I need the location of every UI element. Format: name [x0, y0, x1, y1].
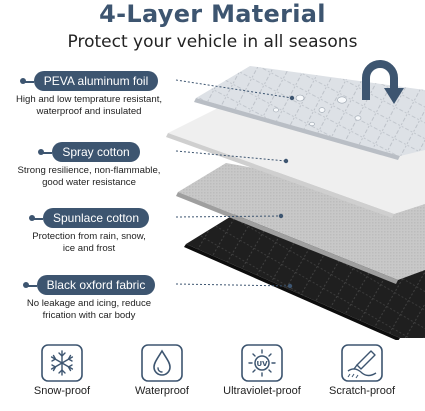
layer-spunlace-description: Protection from rain, snow, ice and fros… [32, 231, 146, 254]
snowflake-icon [41, 344, 83, 382]
layer-spunlace-label: Spunlace cotton [28, 208, 150, 228]
uv-sun-icon: UV [241, 344, 283, 382]
layer-foil-description: High and low temprature resistant, water… [15, 94, 163, 117]
u-turn-arrow-icon [362, 60, 404, 104]
layer-spray-description: Strong resilience, non-flammable, good w… [17, 165, 161, 188]
layer-spray-label: Spray cotton [38, 142, 140, 162]
layer-spray-info: Spray cotton Strong resilience, non-flam… [0, 142, 178, 189]
feature-ultraviolet-proof: UV Ultraviolet-proof [214, 344, 310, 397]
feature-row: Snow-proof Waterproof UV Ultrav [0, 344, 425, 411]
scratch-blade-icon [341, 344, 383, 382]
layer-illustration [166, 60, 425, 340]
layer-spunlace-info: Spunlace cotton Protection from rain, sn… [0, 208, 178, 255]
layer-oxford-info: Black oxford fabric No leakage and icing… [0, 275, 178, 322]
svg-text:UV: UV [256, 360, 268, 368]
feature-snow-proof: Snow-proof [14, 344, 110, 397]
layer-oxford-label: Black oxford fabric [22, 275, 156, 295]
layer-foil-label: PEVA aluminum foil [19, 71, 159, 91]
feature-waterproof: Waterproof [114, 344, 210, 397]
water-drop-icon [141, 344, 183, 382]
page-title: 4-Layer Material [99, 0, 326, 28]
feature-scratch-proof: Scratch-proof [314, 344, 410, 397]
layer-foil-info: PEVA aluminum foil High and low tempratu… [0, 71, 178, 118]
layer-oxford-description: No leakage and icing, reduce frication w… [26, 298, 152, 321]
page-subtitle: Protect your vehicle in all seasons [67, 32, 358, 52]
